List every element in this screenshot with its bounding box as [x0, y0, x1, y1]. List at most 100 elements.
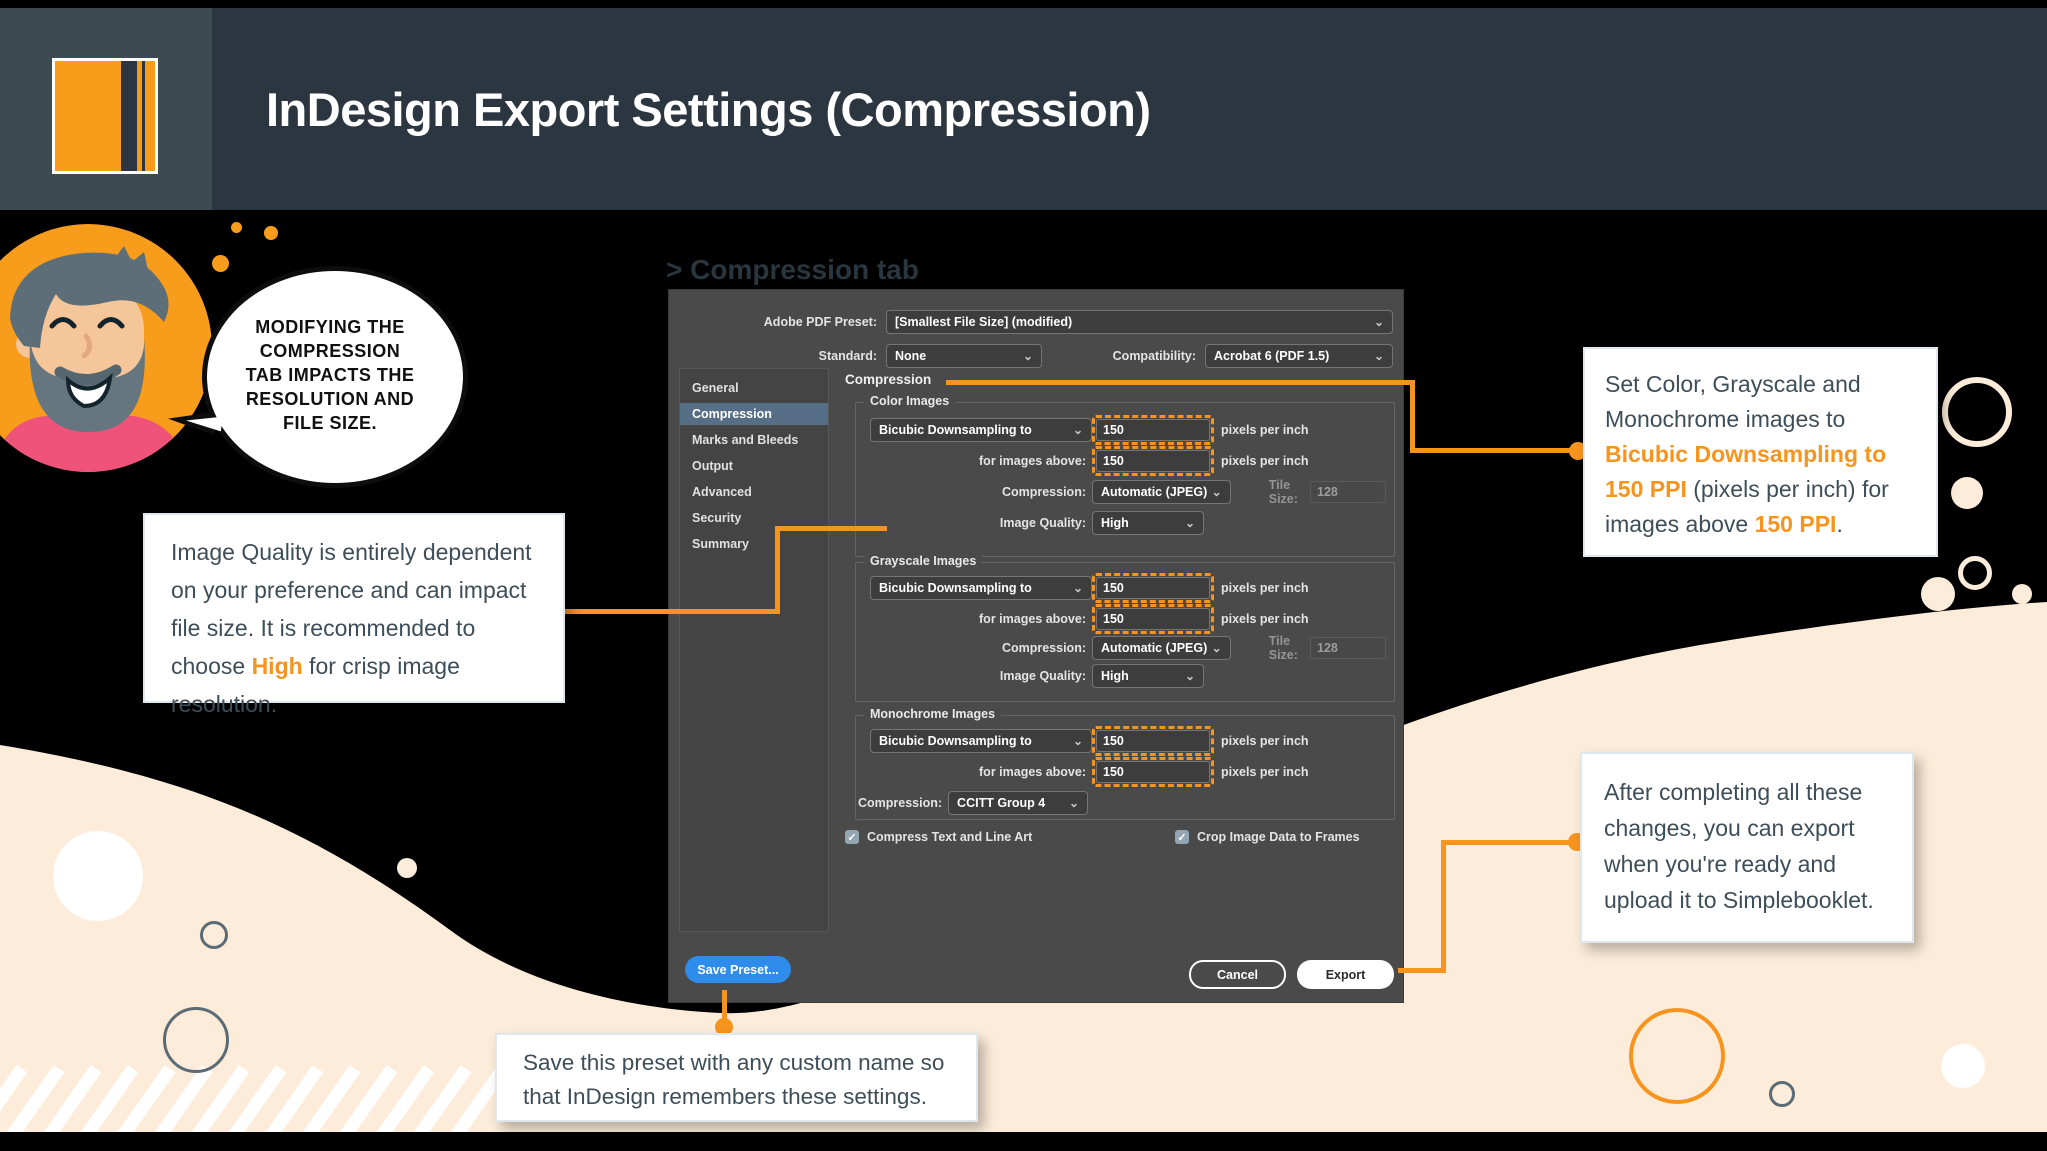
decor-circle	[1921, 577, 1955, 611]
connector-export	[1441, 840, 1446, 973]
grayscale-quality-dropdown[interactable]: High⌄	[1092, 664, 1204, 688]
color-tile-label: Tile Size:	[1268, 478, 1298, 506]
grayscale-ppi-highlight	[1092, 573, 1214, 603]
connector-export	[1441, 840, 1579, 845]
mascot-avatar	[0, 224, 212, 472]
grayscale-ppi-input[interactable]	[1096, 577, 1210, 599]
crop-image-checkbox-row[interactable]: Crop Image Data to Frames	[1175, 830, 1360, 844]
color-above-label: for images above:	[979, 454, 1086, 468]
logo-block	[0, 8, 212, 210]
callout-save-preset: Save this preset with any custom name so…	[495, 1033, 978, 1122]
chevron-down-icon: ⌄	[1184, 516, 1195, 530]
grayscale-above-input[interactable]	[1096, 608, 1210, 630]
decor-dot	[212, 255, 229, 272]
color-downsampling-dropdown[interactable]: Bicubic Downsampling to⌄	[870, 418, 1092, 442]
color-quality-dropdown[interactable]: High⌄	[1092, 511, 1204, 535]
color-above-highlight	[1092, 446, 1214, 476]
decor-circle	[397, 858, 417, 878]
preset-row: Adobe PDF Preset: [Smallest File Size] (…	[681, 310, 1393, 334]
chevron-down-icon: ⌄	[1211, 641, 1222, 655]
grayscale-tile-label: Tile Size:	[1268, 634, 1298, 662]
monochrome-ppi-input[interactable]	[1096, 730, 1210, 752]
color-tile-input	[1310, 481, 1386, 503]
chevron-down-icon: ⌄	[1072, 734, 1083, 748]
checkbox-checked-icon[interactable]	[1175, 830, 1189, 844]
section-heading: > Compression tab	[666, 254, 919, 285]
grayscale-images-group: Grayscale Images Bicubic Downsampling to…	[855, 554, 1395, 702]
compatibility-dropdown[interactable]: Acrobat 6 (PDF 1.5) ⌄	[1205, 344, 1393, 368]
cancel-button[interactable]: Cancel	[1189, 960, 1286, 989]
decor-circle	[200, 921, 228, 949]
grayscale-compression-dropdown[interactable]: Automatic (JPEG)⌄	[1092, 636, 1231, 660]
decor-circle	[2012, 584, 2032, 604]
checkbox-checked-icon[interactable]	[845, 830, 859, 844]
color-compression-label: Compression:	[1001, 485, 1086, 499]
page-title: InDesign Export Settings (Compression)	[266, 82, 1151, 136]
decor-circle	[1629, 1008, 1725, 1104]
speech-bubble-text: MODIFYING THE COMPRESSION TAB IMPACTS TH…	[245, 317, 415, 433]
monochrome-compression-label: Compression:	[858, 796, 943, 810]
sidebar-item-marks-and-bleeds[interactable]: Marks and Bleeds	[692, 433, 799, 447]
color-ppi-input[interactable]	[1096, 419, 1210, 441]
sidebar-item-advanced[interactable]: Advanced	[692, 485, 752, 499]
connector-export	[1398, 968, 1446, 973]
sidebar-item-summary[interactable]: Summary	[692, 537, 749, 551]
decor-circle	[1958, 556, 1992, 590]
grayscale-images-title: Grayscale Images	[864, 554, 983, 568]
color-images-title: Color Images	[864, 394, 956, 408]
monochrome-above-label: for images above:	[979, 765, 1086, 779]
grayscale-compression-label: Compression:	[1001, 641, 1086, 655]
chevron-down-icon: ⌄	[1184, 669, 1195, 683]
standard-dropdown[interactable]: None ⌄	[886, 344, 1042, 368]
callout-export-text: After completing all these changes, you …	[1604, 779, 1874, 913]
export-dialog: Adobe PDF Preset: [Smallest File Size] (…	[669, 290, 1403, 1002]
compress-text-checkbox-row[interactable]: Compress Text and Line Art	[845, 830, 1032, 844]
save-preset-button[interactable]: Save Preset...	[685, 956, 791, 983]
sidebar-item-compression[interactable]: Compression	[680, 403, 828, 425]
crop-image-label: Crop Image Data to Frames	[1197, 830, 1360, 844]
grayscale-above-highlight	[1092, 604, 1214, 634]
color-quality-label: Image Quality:	[999, 516, 1086, 530]
color-ppi-highlight	[1092, 415, 1214, 445]
bottom-black-strip	[0, 1132, 2047, 1151]
color-above-input[interactable]	[1096, 450, 1210, 472]
chevron-down-icon: ⌄	[1072, 423, 1083, 437]
sidebar-item-output[interactable]: Output	[692, 459, 733, 473]
connector-quality	[775, 526, 887, 531]
sidebar-item-security[interactable]: Security	[692, 511, 742, 525]
monochrome-compression-dropdown[interactable]: CCITT Group 4⌄	[948, 791, 1089, 815]
color-compression-dropdown[interactable]: Automatic (JPEG)⌄	[1092, 480, 1231, 504]
decor-circle	[1951, 477, 1983, 509]
chevron-down-icon: ⌄	[1373, 315, 1384, 329]
monochrome-downsampling-dropdown[interactable]: Bicubic Downsampling to⌄	[870, 729, 1092, 753]
standard-row: Standard: None ⌄ Compatibility: Acrobat …	[681, 344, 1393, 368]
preset-dropdown[interactable]: [Smallest File Size] (modified) ⌄	[886, 310, 1393, 334]
monochrome-images-group: Monochrome Images Bicubic Downsampling t…	[855, 707, 1395, 820]
grayscale-downsampling-dropdown[interactable]: Bicubic Downsampling to⌄	[870, 576, 1092, 600]
monochrome-images-title: Monochrome Images	[864, 707, 1002, 721]
color-images-group: Color Images Bicubic Downsampling to⌄ pi…	[855, 394, 1395, 557]
compress-text-label: Compress Text and Line Art	[867, 830, 1033, 844]
connector-quality	[556, 609, 780, 614]
decor-circle	[1883, 706, 1897, 720]
monochrome-above-input[interactable]	[1096, 761, 1210, 783]
export-button[interactable]: Export	[1297, 960, 1394, 989]
decor-circle	[1480, 708, 1498, 726]
grayscale-above-label: for images above:	[979, 612, 1086, 626]
book-logo-icon	[52, 58, 158, 174]
connector-dot	[1569, 442, 1587, 460]
decor-dot	[231, 222, 242, 233]
connector-compression	[1410, 380, 1415, 452]
ppi-unit-label: pixels per inch	[1221, 612, 1309, 626]
decor-circle	[1769, 1081, 1795, 1107]
decor-circle	[53, 831, 143, 921]
pane-title: Compression	[845, 372, 932, 387]
speech-bubble	[202, 266, 468, 488]
decor-circle	[1941, 1044, 1985, 1088]
connector-compression	[946, 380, 1414, 385]
callout-downsampling-text: Set Color, Grayscale and Monochrome imag…	[1605, 371, 1889, 537]
sidebar-item-general[interactable]: General	[692, 381, 739, 395]
connector-quality	[775, 526, 780, 614]
